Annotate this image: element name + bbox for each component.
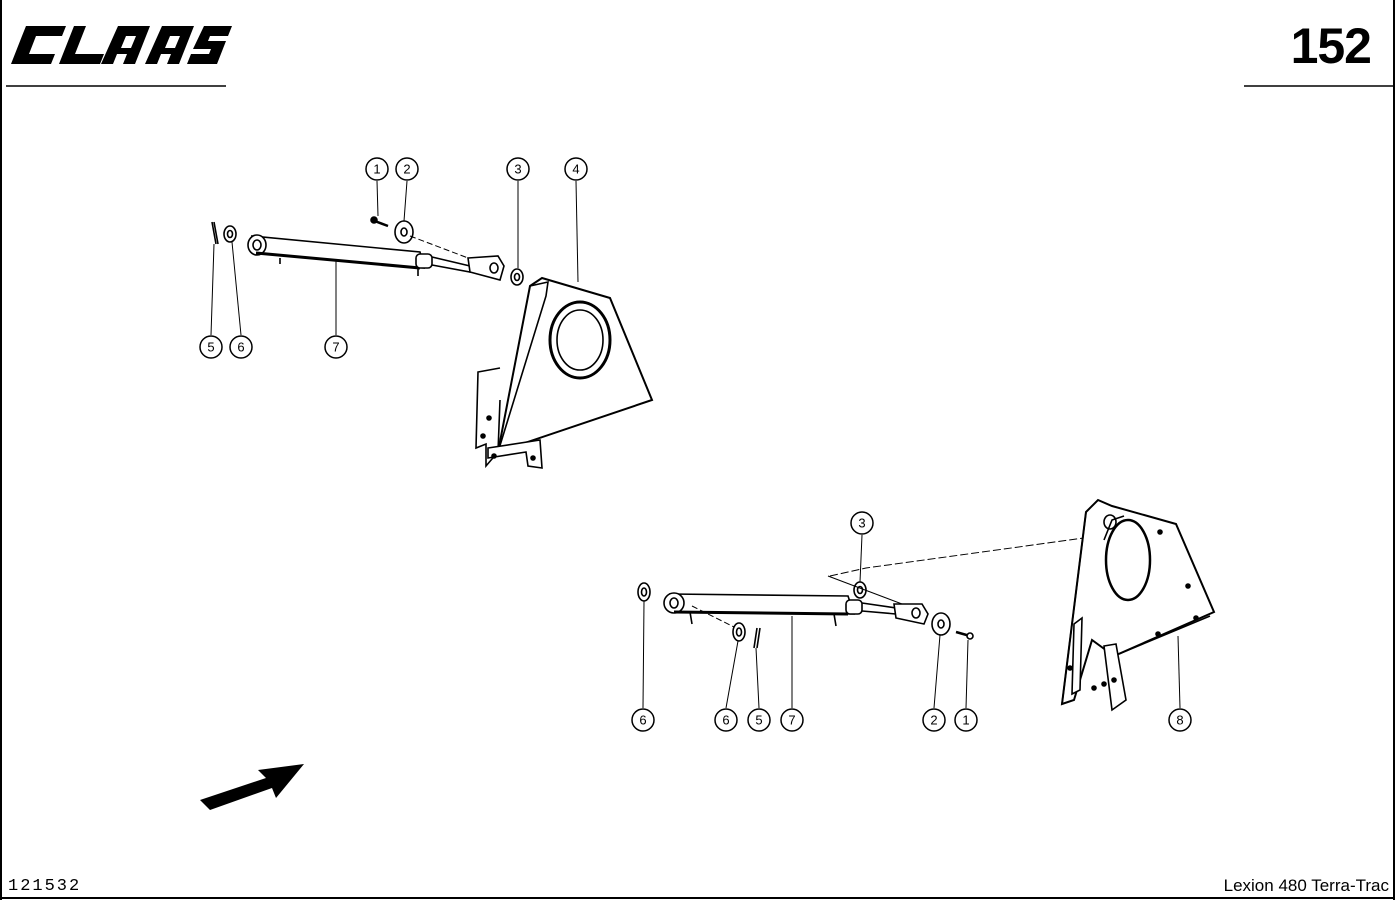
callout-3-upper: 3: [506, 157, 530, 181]
svg-text:3: 3: [514, 162, 521, 177]
drawing-number: 121532: [8, 877, 82, 896]
model-name: Lexion 480 Terra-Trac: [1223, 876, 1389, 895]
callout-2-lower: 2: [922, 708, 946, 732]
callout-bubbles-upper: 1 2 3 4 5 6 7: [199, 157, 588, 359]
callout-6-upper: 6: [229, 335, 253, 359]
washer-upper: [510, 268, 524, 286]
svg-text:6: 6: [722, 713, 729, 728]
split-pin-upper: [211, 221, 219, 245]
washer-far-left-lower: [637, 582, 651, 602]
leader-lines-lower: [642, 534, 1181, 709]
svg-text:7: 7: [332, 340, 339, 355]
svg-text:1: 1: [373, 162, 380, 177]
washer-left-upper: [223, 225, 237, 243]
svg-text:6: 6: [639, 713, 646, 728]
svg-text:1: 1: [962, 713, 969, 728]
bushing-lower: [931, 612, 951, 636]
svg-text:5: 5: [755, 713, 762, 728]
callout-7-lower: 7: [780, 708, 804, 732]
callout-5-upper: 5: [199, 335, 223, 359]
bolt-lower: [955, 630, 974, 640]
bushing-upper: [394, 220, 469, 259]
callout-3-lower: 3: [850, 511, 874, 535]
svg-text:2: 2: [403, 162, 410, 177]
callout-1-upper: 1: [365, 157, 389, 181]
svg-text:3: 3: [858, 516, 865, 531]
mounting-bracket-lower: [1060, 498, 1216, 712]
bolt-upper: [370, 216, 389, 228]
svg-text:4: 4: [572, 162, 579, 177]
hydraulic-cylinder-upper: [247, 234, 505, 281]
svg-text:7: 7: [788, 713, 795, 728]
split-pin-lower: [753, 627, 761, 649]
svg-text:5: 5: [207, 340, 214, 355]
direction-arrow-icon: [200, 764, 304, 810]
callout-bubbles-lower: 3 6 6 5 7 2 1: [631, 511, 1192, 732]
callout-5-lower: 5: [747, 708, 771, 732]
svg-text:2: 2: [930, 713, 937, 728]
callout-1-lower: 1: [954, 708, 978, 732]
svg-text:6: 6: [237, 340, 244, 355]
callout-6-lower-mid: 6: [714, 708, 738, 732]
page-number: 152: [1290, 18, 1372, 74]
svg-text:8: 8: [1176, 713, 1183, 728]
lower-assembly: [637, 498, 1216, 712]
callout-4-upper: 4: [564, 157, 588, 181]
leader-lines-upper: [210, 180, 579, 336]
mounting-bracket-upper: [475, 276, 654, 469]
upper-assembly: [210, 180, 654, 469]
callout-6-lower-left: 6: [631, 708, 655, 732]
callout-8-lower: 8: [1168, 708, 1192, 732]
callout-7-upper: 7: [324, 335, 348, 359]
washer-mid-lower: [732, 622, 746, 642]
hydraulic-cylinder-lower: [663, 592, 929, 629]
claas-logo: [11, 26, 232, 64]
callout-2-upper: 2: [395, 157, 419, 181]
